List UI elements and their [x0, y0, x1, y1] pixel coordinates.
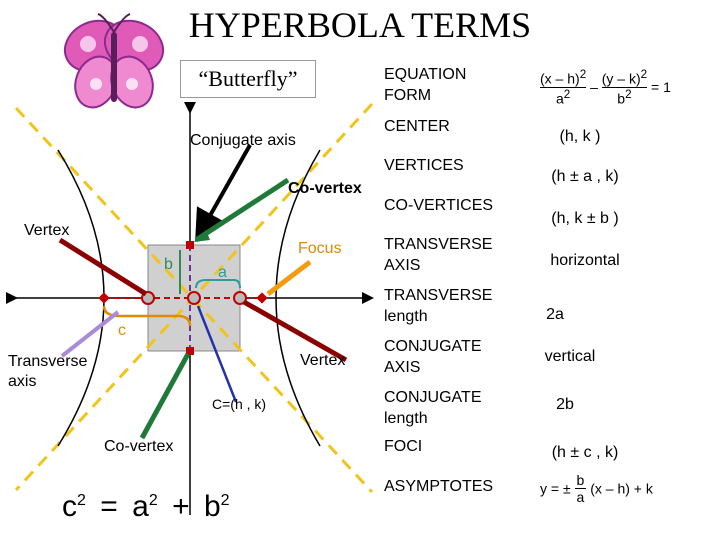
transverse-axis-arrow — [60, 310, 120, 358]
co-vertex-bottom-arrow — [139, 352, 191, 440]
label-vertex-left: Vertex — [24, 222, 70, 239]
label-co-vertex-top: Co-vertex — [288, 180, 362, 197]
focus-point — [98, 292, 110, 304]
value-equation-form: (x – h)2 a2 – (y – k)2 b2 = 1 — [540, 68, 671, 107]
label-conjugate-axis: Conjugate axis — [190, 132, 296, 149]
label-co-vertex-bottom: Co-vertex — [104, 438, 174, 455]
term-foci: FOCI — [384, 438, 423, 455]
value-conjugate-length: 2b — [556, 396, 574, 413]
label-a: a — [218, 264, 227, 281]
center-arrow — [196, 305, 238, 403]
conjugate-axis-arrow — [195, 144, 252, 242]
term-center: CENTER — [384, 118, 450, 135]
focus-arrow — [266, 260, 312, 296]
label-b: b — [164, 256, 173, 273]
value-transverse-axis: horizontal — [550, 252, 620, 269]
term-conjugate-length: CONJUGATE length — [384, 389, 482, 427]
label-focus: Focus — [298, 240, 342, 257]
co-vertex-top-arrow — [194, 177, 290, 243]
term-equation-form: EQUATION FORM — [384, 66, 467, 104]
focus-point — [256, 292, 268, 304]
label-vertex-right: Vertex — [300, 352, 346, 369]
value-transverse-length: 2a — [546, 306, 564, 323]
center-point — [187, 291, 201, 305]
term-transverse-length: TRANSVERSE length — [384, 287, 493, 325]
vertex-point — [233, 291, 247, 305]
value-center: (h, k ) — [559, 128, 601, 145]
term-vertices: VERTICES — [384, 157, 464, 174]
label-c: c — [118, 322, 126, 339]
butterfly-icon — [63, 13, 165, 109]
hyperbola-diagram — [6, 102, 374, 515]
co-vertex-point — [186, 347, 194, 355]
term-conjugate-axis: CONJUGATE AXIS — [384, 338, 482, 376]
formula-c-squared: c2 = a2 + b2 — [62, 490, 230, 523]
term-co-vertices: CO-VERTICES — [384, 197, 494, 214]
vertex-left-arrow — [58, 237, 148, 297]
label-transverse-axis: Transverse axis — [8, 353, 88, 390]
value-foci: (h ± c , k) — [551, 444, 619, 461]
value-co-vertices: (h, k ± b ) — [551, 210, 619, 227]
hyperbola-right-branch — [275, 149, 321, 447]
term-asymptotes: ASYMPTOTES — [384, 478, 494, 495]
value-conjugate-axis: vertical — [544, 348, 596, 365]
co-vertex-point — [186, 241, 194, 249]
vertex-right-arrow — [242, 299, 348, 363]
value-asymptotes: y = ± b a (x – h) + k — [540, 472, 653, 505]
label-center: C=(h , k) — [212, 396, 267, 412]
term-transverse-axis: TRANSVERSE AXIS — [384, 236, 493, 274]
page-title: HYPERBOLA TERMS — [188, 5, 532, 45]
value-vertices: (h ± a , k) — [551, 168, 619, 185]
butterfly-label: “Butterfly” — [180, 60, 316, 98]
